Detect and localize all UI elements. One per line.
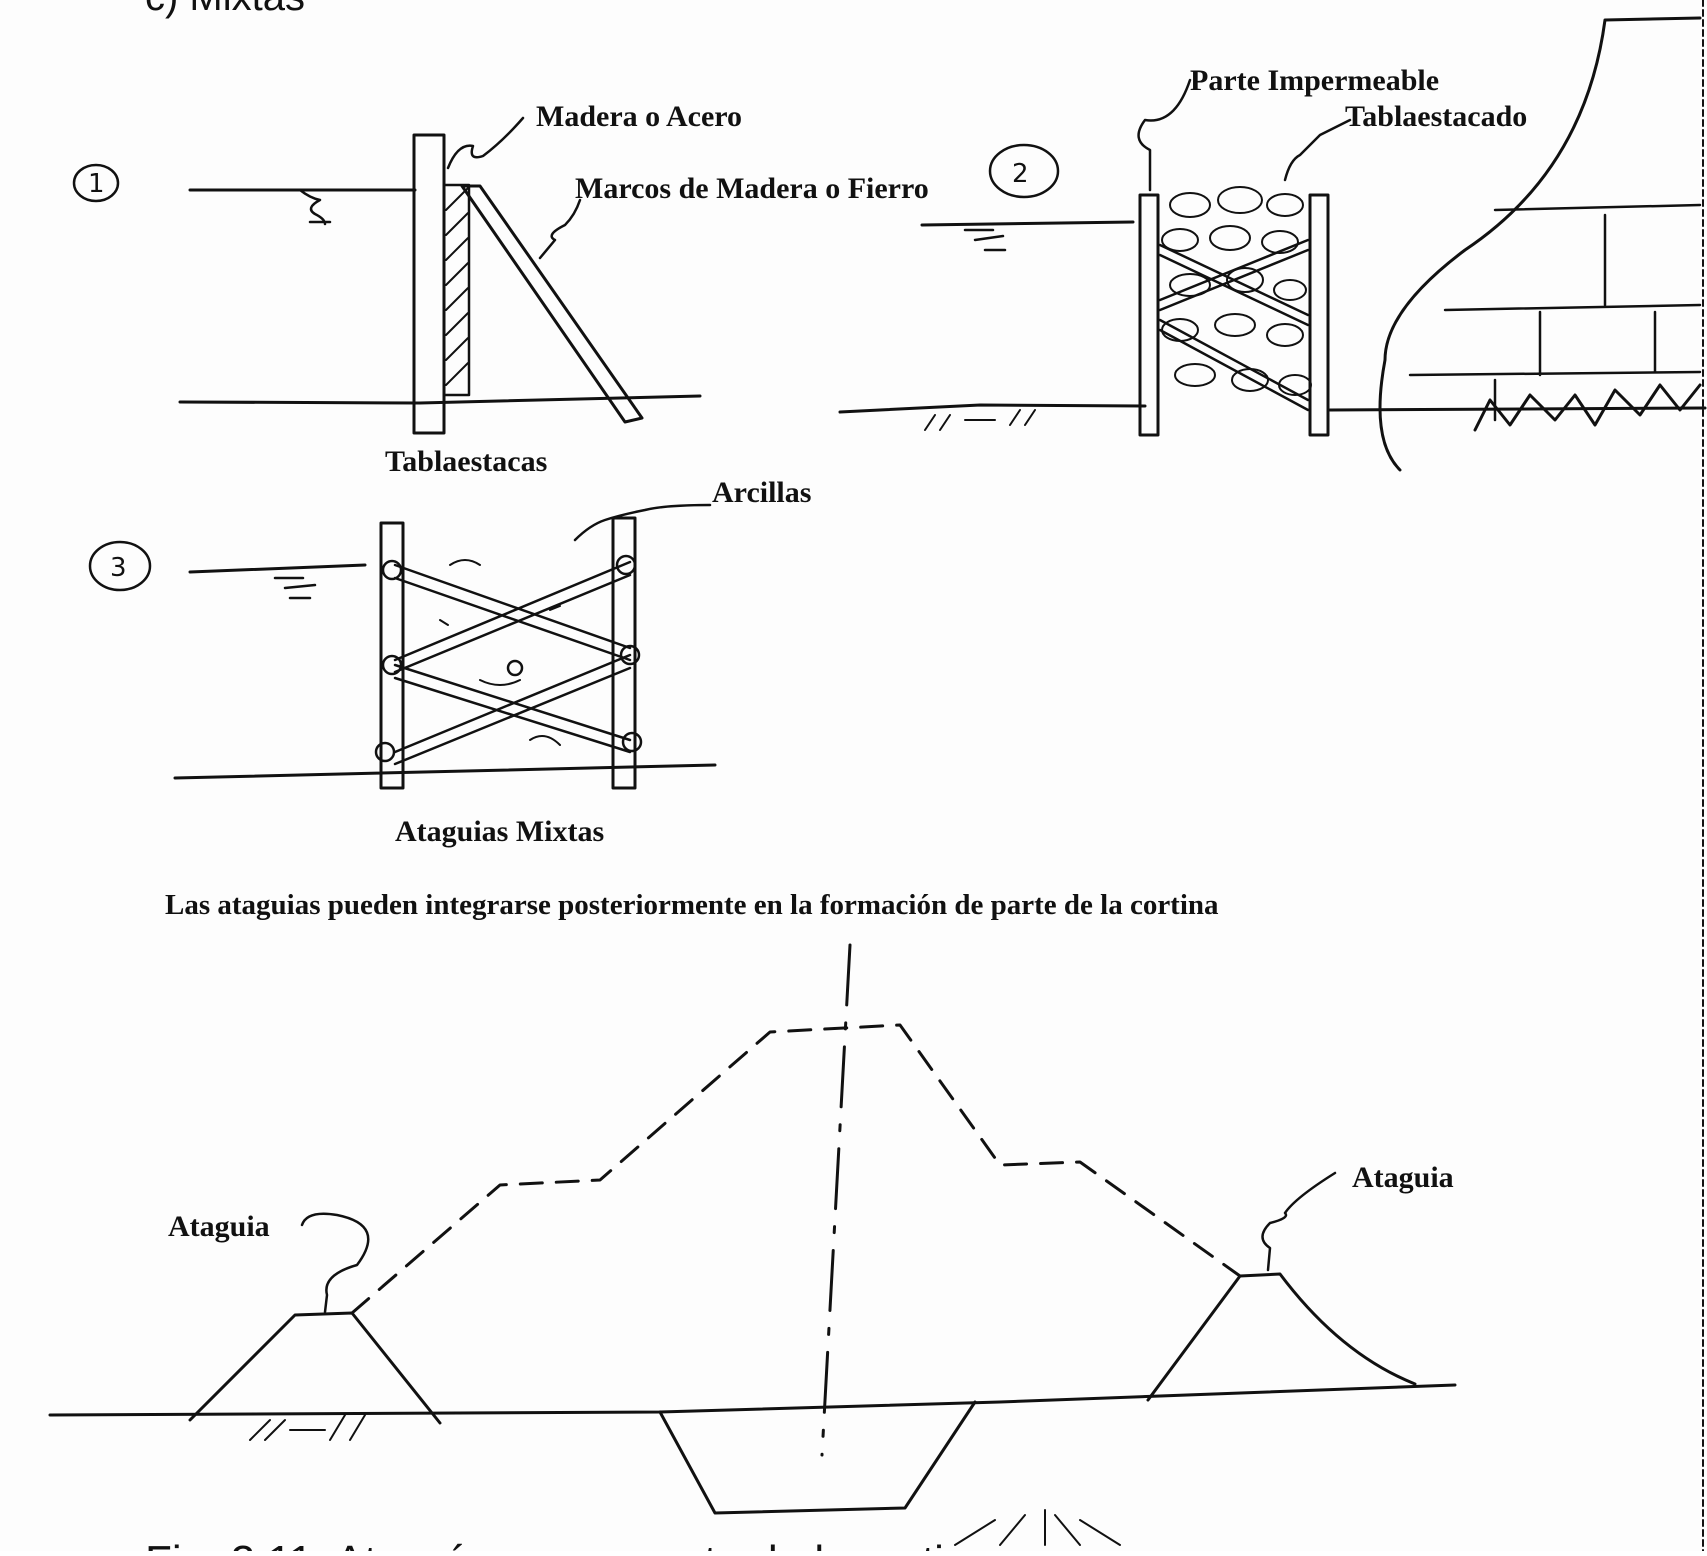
svg-text:2: 2: [1012, 159, 1029, 189]
diagonal-brace: [460, 184, 644, 424]
crib-left-wall: [1138, 193, 1160, 437]
right-cofferdam: [1146, 1272, 1417, 1402]
section-heading: c) Mixtas: [145, 0, 305, 19]
label-arcillas: Arcillas: [712, 476, 811, 509]
label-madera-acero: Madera o Acero: [536, 100, 742, 133]
svg-text:3: 3: [110, 553, 127, 583]
figure-caption: Fig. 2.11. Ataguías como parte de la cor…: [145, 1537, 993, 1551]
label-parte-impermeable: Parte Impermeable: [1190, 64, 1439, 97]
crib-right-wall: [1308, 193, 1330, 437]
water-symbol: [298, 188, 332, 226]
statement-text: Las ataguias pueden integrarse posterior…: [165, 889, 1219, 921]
label-ataguia-left: Ataguia: [168, 1210, 270, 1243]
sheet-pile-post: [412, 133, 446, 435]
svg-text:1: 1: [88, 169, 105, 199]
figure-3-number: 3: [88, 540, 152, 592]
figure-2-number: 2: [988, 143, 1060, 199]
figure-1-sheet-pile: 1 Madera o Acero Marcos de Madera o Fier…: [72, 100, 929, 478]
label-marcos: Marcos de Madera o Fierro: [575, 172, 929, 205]
hatched-fill: [442, 183, 471, 397]
figure-4-dam-section: Ataguia Ataguia: [48, 943, 1457, 1546]
label-tablaestacado: Tablaestacado: [1345, 100, 1527, 133]
figure-3-mixed-cofferdam: 3 Arcillas Ataguias Mixtas: [88, 476, 811, 848]
rock-mass: [1378, 16, 1702, 472]
ground-line: [178, 394, 702, 405]
stone-fill: [1161, 186, 1312, 396]
foundation-line: [48, 1383, 1457, 1417]
caption-tablaestacas: Tablaestacas: [385, 445, 547, 478]
caption-ataguias-mixtas: Ataguias Mixtas: [395, 815, 604, 848]
dam-outline-dashed: [350, 1023, 1242, 1315]
dam-axis: [820, 943, 852, 1457]
figure-1-number: 1: [72, 163, 120, 203]
label-ataguia-right: Ataguia: [1352, 1161, 1454, 1194]
excavation: [658, 1400, 977, 1515]
figure-2-crib: 2: [838, 16, 1707, 472]
left-cofferdam: [188, 1311, 442, 1425]
